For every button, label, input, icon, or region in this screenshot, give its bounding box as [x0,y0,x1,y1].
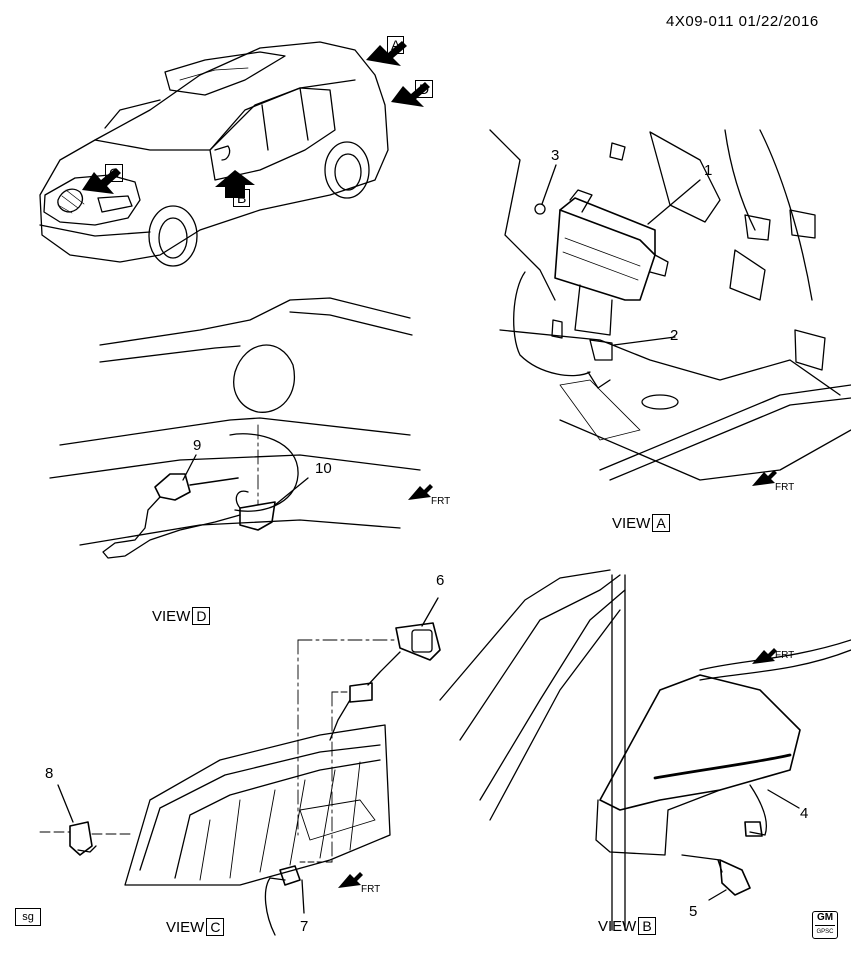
vehicle-arrow-label-a: A [387,36,405,54]
frt-label-a: FRT [775,482,795,493]
frt-arrow-icon-b [752,648,777,664]
callout-7: 7 [300,918,309,935]
view-d-word: VIEW [152,608,191,625]
vehicle-arrow-label-d: D [415,80,434,98]
frt-arrow-icon-c [338,872,363,888]
frt-label-c: FRT [361,884,381,895]
view-a-word: VIEW [612,515,651,532]
callout-3: 3 [551,147,560,164]
view-b-illustration [439,569,851,931]
frt-arrows [338,470,777,888]
frt-arrow-icon-a [752,470,777,486]
arrow-c-icon [82,168,121,194]
view-b-letter: B [638,917,656,935]
callout-10: 10 [315,460,332,477]
callout-5: 5 [689,903,698,920]
callout-1: 1 [704,162,713,179]
view-b-word: VIEW [598,918,637,935]
gm-logo-subtext: GPSC [815,925,835,938]
frt-label-d: FRT [431,496,451,507]
view-c-illustration [39,597,441,936]
view-c-word: VIEW [166,919,205,936]
frt-label-b: FRT [775,650,795,661]
document-code: 4X09-011 [666,13,734,30]
view-d-letter: D [192,607,211,625]
vehicle-view-arrows [82,41,430,198]
arrow-d-icon [391,82,430,107]
gm-logo-text: GM [816,912,834,923]
callout-6: 6 [436,572,445,589]
view-a-illustration [489,129,851,481]
callout-2: 2 [670,327,679,344]
arrow-a-icon [366,41,407,66]
header-reference: 4X09-011 01/22/2016 [666,13,819,30]
view-a-letter: A [652,514,670,532]
vehicle-illustration [39,41,389,267]
document-date: 01/22/2016 [738,13,819,30]
vehicle-arrow-label-c: C [105,164,124,182]
gm-logo: GM GPSC [812,911,838,939]
frt-arrow-icon-d [408,484,433,500]
callout-8: 8 [45,765,54,782]
view-d-illustration [49,297,421,559]
arrow-b-icon [215,170,255,198]
view-c-letter: C [206,918,225,936]
sg-mark: sg [15,908,41,926]
vehicle-arrow-label-b: B [233,189,251,207]
callout-4: 4 [800,805,809,822]
callout-9: 9 [193,437,202,454]
